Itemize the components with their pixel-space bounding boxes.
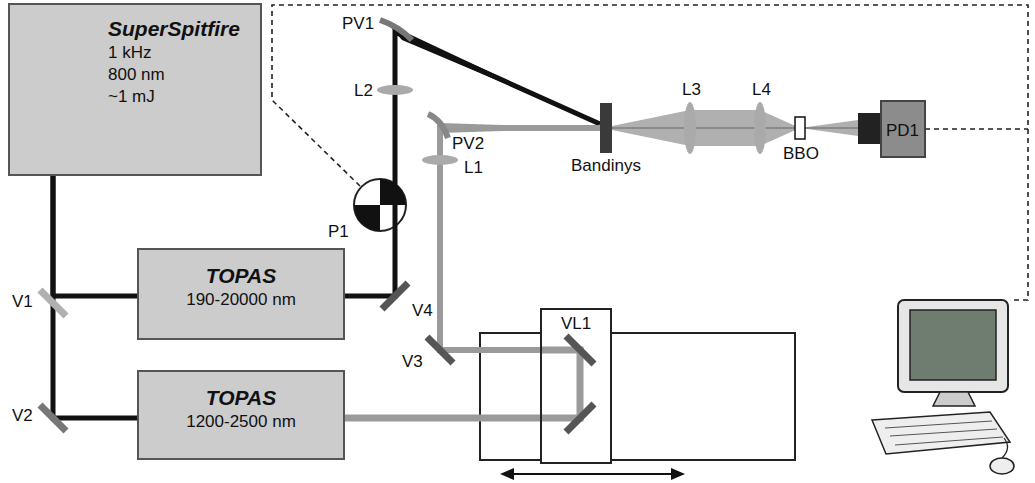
stage-rail xyxy=(612,459,795,461)
mirror-symbol xyxy=(566,404,594,432)
part-label: V4 xyxy=(412,301,433,321)
computer-keyboard xyxy=(872,412,1010,454)
part-label: BBO xyxy=(783,144,819,164)
computer-monitor xyxy=(898,300,1008,392)
lens-symbol xyxy=(684,102,696,154)
arrow-head xyxy=(500,468,514,480)
sample-plate xyxy=(600,103,612,153)
part-label: PV1 xyxy=(342,14,374,34)
node-heading: SuperSpitfire xyxy=(108,15,240,42)
sample-node: Bandinys xyxy=(568,103,644,177)
laser-beam xyxy=(345,415,540,422)
mouse-cord xyxy=(1002,438,1008,458)
chopper-symbol xyxy=(354,179,406,231)
part-label: L3 xyxy=(682,80,701,100)
laser-beam xyxy=(345,32,600,296)
mirror-symbol xyxy=(382,283,408,309)
crystal-symbol xyxy=(795,117,805,139)
node-text: VL1 xyxy=(561,313,591,335)
keyboard-keys xyxy=(885,421,1003,445)
lens-symbol xyxy=(422,155,458,165)
node-text: 800 nm xyxy=(108,64,165,86)
laser-beam xyxy=(53,176,137,296)
mirror-symbol xyxy=(566,336,594,364)
delay-beam xyxy=(540,350,580,418)
parabolic-mirror xyxy=(380,20,412,40)
detector-window xyxy=(858,113,880,144)
delay-stage-box: VL1 xyxy=(540,308,612,464)
node-text: 1 kHz xyxy=(108,42,151,64)
node-text: 1200-2500 nm xyxy=(186,411,296,433)
part-label: PV2 xyxy=(452,134,484,154)
part-label: V3 xyxy=(402,352,423,372)
parabolic-mirror xyxy=(428,114,448,138)
part-label: L2 xyxy=(354,81,373,101)
node-text: ~1 mJ xyxy=(108,86,155,108)
opa-box: TOPAS1200-2500 nm xyxy=(137,370,345,460)
opa-box: TOPAS190-20000 nm xyxy=(137,248,345,340)
motion-arrow xyxy=(512,473,673,475)
stage-rail xyxy=(480,459,540,461)
node-text: PD1 xyxy=(886,120,919,142)
part-label: P1 xyxy=(328,222,349,242)
laser-beam xyxy=(53,176,137,418)
node-text: Bandinys xyxy=(571,155,641,177)
node-text: 190-20000 nm xyxy=(186,289,296,311)
stage-rail xyxy=(794,332,796,461)
laser-box: SuperSpitfire1 kHz800 nm~1 mJ xyxy=(8,3,262,176)
mirror-symbol xyxy=(427,337,453,363)
beam-splitter xyxy=(40,290,66,316)
stage-rail xyxy=(480,332,540,334)
computer-mouse xyxy=(990,458,1014,474)
monitor-stand xyxy=(933,392,975,406)
photodetector-box: PD1 xyxy=(880,100,926,158)
signal-line xyxy=(272,5,1028,300)
chopper-blade xyxy=(354,205,380,231)
lens-symbol xyxy=(754,102,766,154)
signal-line xyxy=(925,128,1028,130)
node-heading: TOPAS xyxy=(206,262,276,289)
computer-screen xyxy=(910,310,996,380)
node-heading: TOPAS xyxy=(206,384,276,411)
laser-beam xyxy=(612,127,880,129)
part-label: V2 xyxy=(12,406,33,426)
arrow-head xyxy=(671,468,685,480)
part-label: L4 xyxy=(752,80,771,100)
part-label: L1 xyxy=(464,158,483,178)
stage-rail xyxy=(612,332,795,334)
part-label: V1 xyxy=(12,292,33,312)
lens-symbol xyxy=(377,85,413,95)
mirror-symbol xyxy=(40,405,66,431)
